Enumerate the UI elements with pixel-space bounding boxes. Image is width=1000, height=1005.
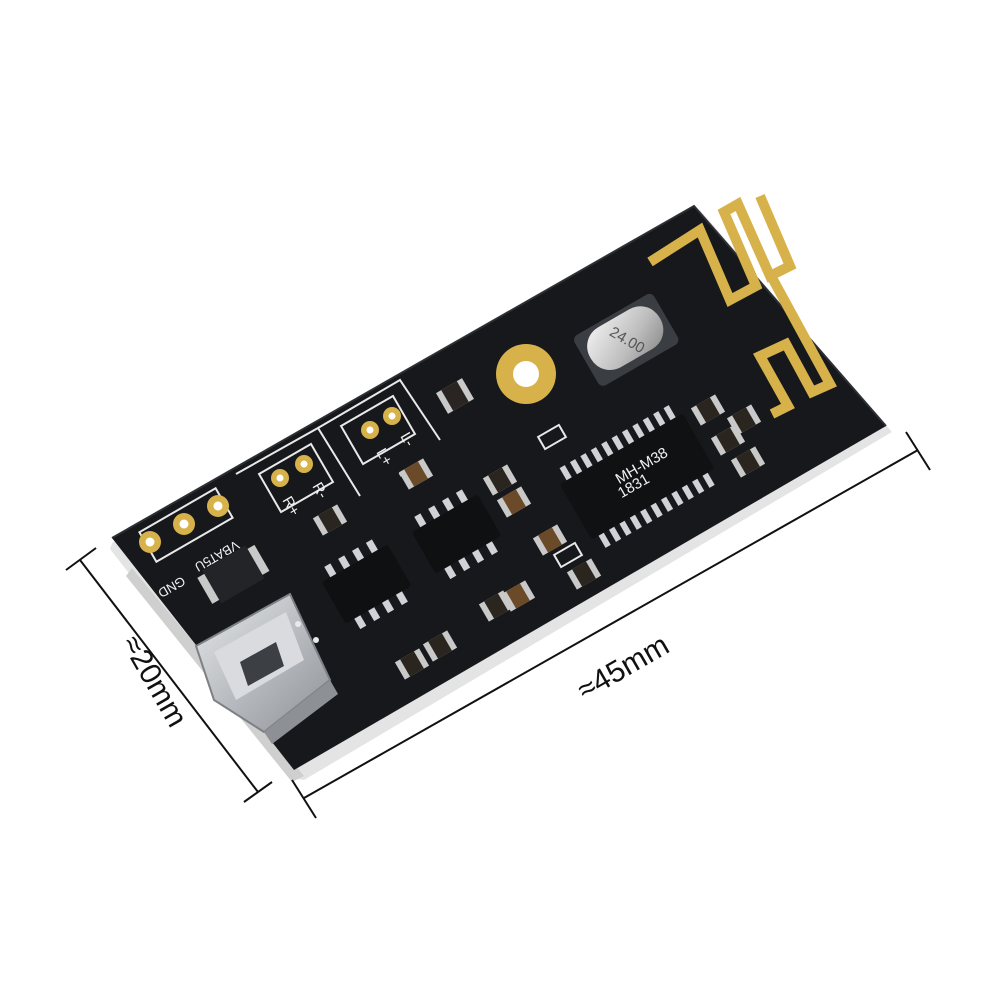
dimension-width-label: ≈45mm <box>572 629 675 707</box>
micro-usb-port <box>194 592 338 744</box>
amplifier-chip-left <box>322 539 411 630</box>
smd-components <box>312 378 766 680</box>
power-pads <box>139 495 229 553</box>
dimension-line-height <box>65 547 273 803</box>
bluetooth-chip <box>559 405 715 548</box>
dimension-line-width <box>291 431 931 819</box>
antenna-trace <box>647 194 837 419</box>
label-right-minus: R- <box>309 480 332 502</box>
diode <box>197 544 270 604</box>
amplifier-chip-right <box>412 489 501 580</box>
speaker-pads <box>271 407 401 487</box>
dimension-height-label: ≈20mm <box>115 630 193 733</box>
label-left-plus: L+ <box>373 446 396 470</box>
crystal-oscillator: 24.00 <box>574 293 679 386</box>
